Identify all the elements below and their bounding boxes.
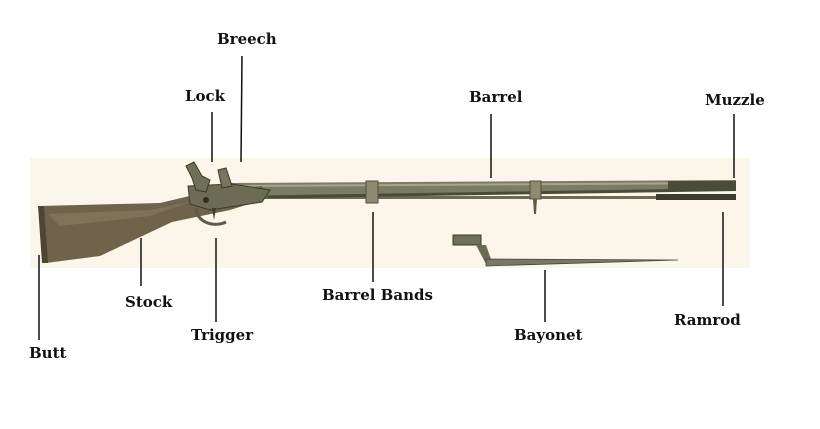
- lock-screw: [203, 197, 209, 203]
- barrel-band-1: [366, 181, 378, 203]
- label-barrel-bands: Barrel Bands: [322, 288, 433, 303]
- leader-breech: [241, 56, 242, 162]
- label-muzzle: Muzzle: [705, 93, 765, 108]
- label-bayonet: Bayonet: [514, 328, 583, 343]
- label-ramrod: Ramrod: [674, 313, 741, 328]
- label-breech: Breech: [217, 32, 277, 47]
- barrel-band-2: [530, 181, 541, 199]
- bayonet-socket: [453, 235, 481, 245]
- label-trigger: Trigger: [191, 328, 253, 343]
- label-butt: Butt: [29, 346, 66, 361]
- label-barrel: Barrel: [469, 90, 522, 105]
- muzzle-end: [668, 181, 736, 190]
- label-lock: Lock: [185, 89, 225, 104]
- ramrod-tip: [656, 194, 736, 200]
- label-stock: Stock: [125, 295, 172, 310]
